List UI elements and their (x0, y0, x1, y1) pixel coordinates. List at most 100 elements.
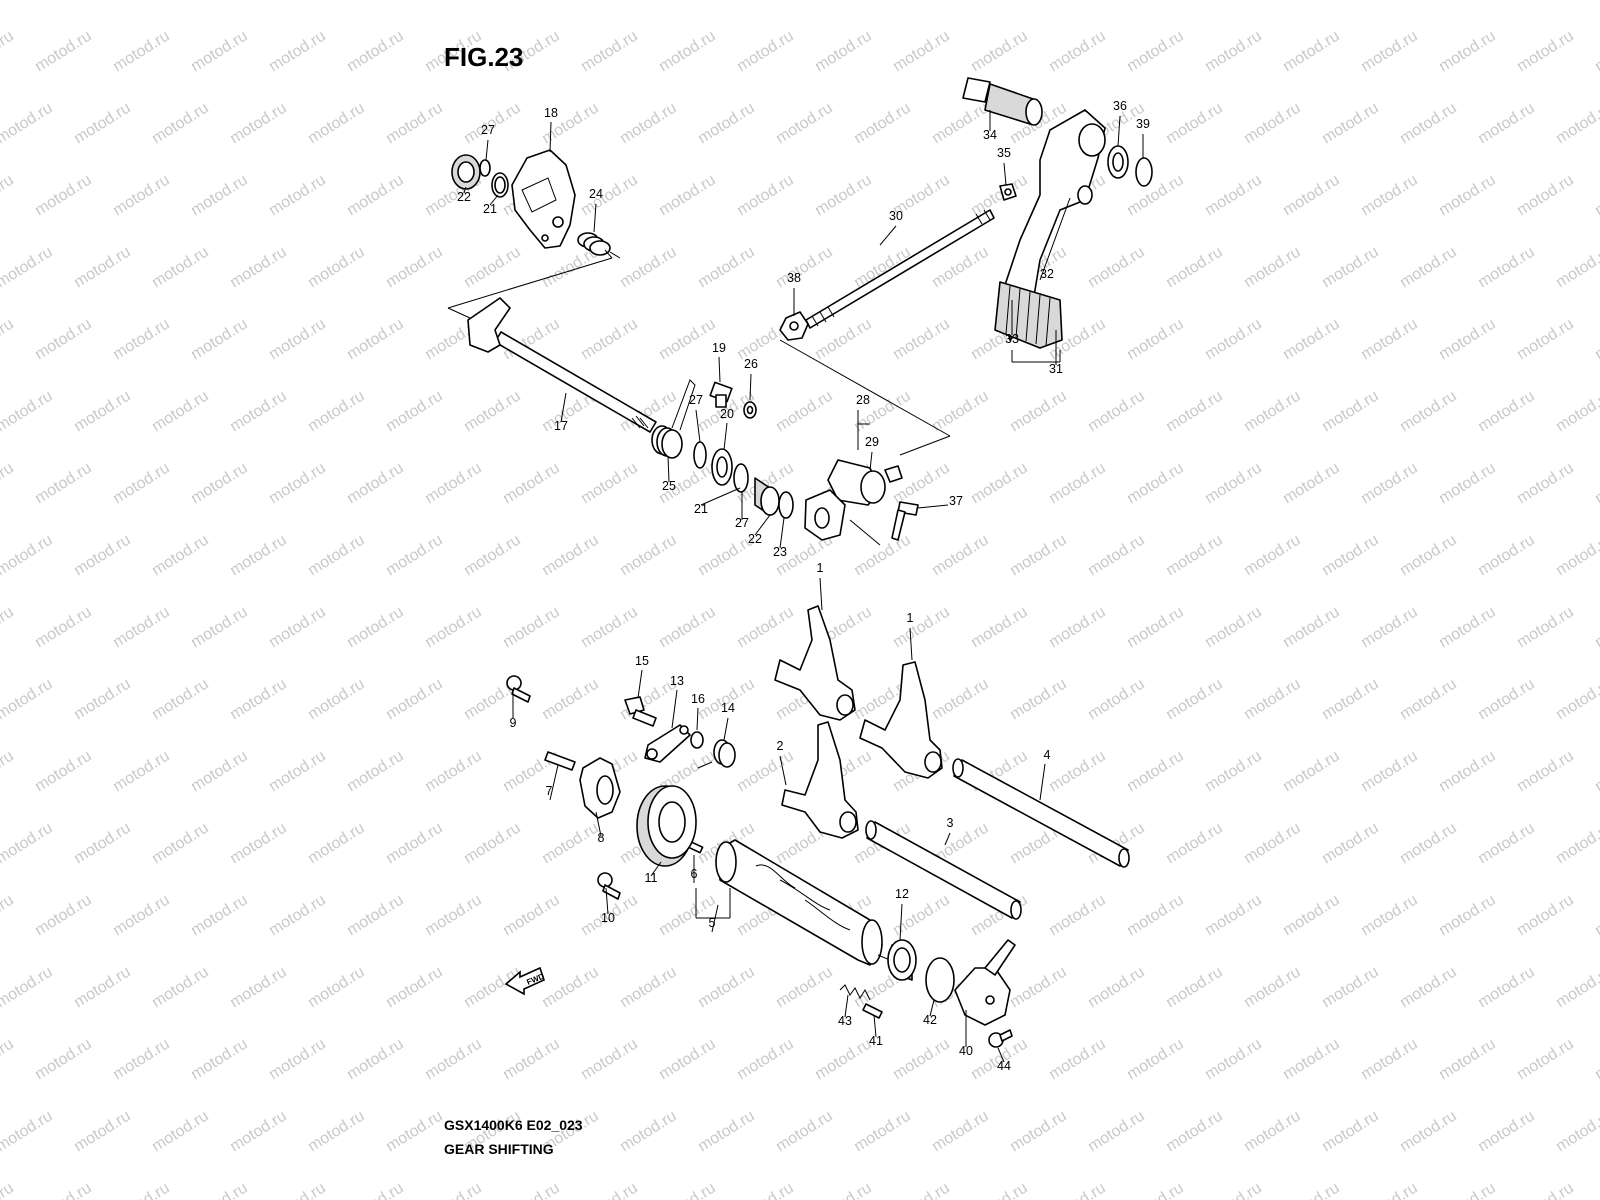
part-drawing-44-bolt (988, 1029, 1013, 1048)
watermark-text: motod.ru (1592, 1180, 1600, 1200)
watermark-text: motod.ru (929, 532, 992, 580)
watermark-text: motod.ru (1319, 820, 1382, 868)
watermark-text: motod.ru (227, 0, 290, 3)
reference-line (447, 307, 471, 319)
watermark-text: motod.ru (1553, 388, 1600, 436)
watermark-text: motod.ru (812, 28, 875, 76)
part-drawing-30-rod (805, 209, 995, 329)
watermark-text: motod.ru (1358, 892, 1421, 940)
watermark-text: motod.ru (773, 100, 836, 148)
watermark-text: motod.ru (1163, 820, 1226, 868)
watermark-text: motod.ru (1280, 1180, 1343, 1200)
part-drawing-35-nut (999, 183, 1017, 201)
watermark-text: motod.ru (734, 604, 797, 652)
watermark-text: motod.ru (1241, 820, 1304, 868)
part-drawing-40-cam-plate (954, 939, 1016, 1026)
part-drawing-43-spring (839, 984, 871, 1001)
watermark-text: motod.ru (1514, 1180, 1577, 1200)
leader-line (489, 194, 499, 206)
part-drawing-8-stopper-plate (579, 757, 621, 819)
watermark-text: motod.ru (773, 244, 836, 292)
watermark-text: motod.ru (110, 892, 173, 940)
watermark-text: motod.ru (812, 1180, 875, 1200)
leader-line (879, 225, 897, 246)
watermark-text: motod.ru (1592, 172, 1600, 220)
watermark-text: motod.ru (32, 1180, 95, 1200)
leader-line (549, 121, 552, 153)
callout-7: 7 (546, 784, 553, 798)
watermark-text: motod.ru (344, 1036, 407, 1084)
watermark-text: motod.ru (383, 388, 446, 436)
watermark-text: motod.ru (617, 964, 680, 1012)
watermark-text: motod.ru (851, 100, 914, 148)
callout-18: 18 (544, 106, 558, 120)
watermark-text: motod.ru (1007, 964, 1070, 1012)
watermark-text: motod.ru (1358, 1036, 1421, 1084)
watermark-text: motod.ru (266, 892, 329, 940)
leader-line (1003, 162, 1007, 186)
watermark-text: motod.ru (0, 172, 17, 220)
watermark-text: motod.ru (1475, 532, 1538, 580)
watermark-text: motod.ru (1358, 604, 1421, 652)
callout-44: 44 (997, 1059, 1011, 1073)
watermark-text: motod.ru (0, 1108, 56, 1156)
watermark-text: motod.ru (578, 316, 641, 364)
leader-line (749, 373, 752, 401)
watermark-text: motod.ru (695, 100, 758, 148)
watermark-text: motod.ru (1124, 604, 1187, 652)
leader-line (899, 903, 903, 941)
part-drawing-25-spring (651, 379, 696, 459)
part-drawing-28-shift-arm (804, 459, 903, 541)
watermark-text: motod.ru (734, 748, 797, 796)
watermark-text: motod.ru (0, 0, 56, 3)
watermark-text: motod.ru (149, 0, 212, 3)
watermark-text: motod.ru (1319, 0, 1382, 3)
reference-line (604, 249, 613, 259)
part-drawing-38-nut (779, 311, 809, 341)
watermark-text: motod.ru (656, 172, 719, 220)
watermark-text: motod.ru (1241, 0, 1304, 3)
watermark-text: motod.ru (734, 1180, 797, 1200)
watermark-text: motod.ru (1319, 244, 1382, 292)
leader-line (463, 186, 467, 194)
watermark-text: motod.ru (0, 820, 56, 868)
watermark-text: motod.ru (851, 1108, 914, 1156)
watermark-text: motod.ru (32, 316, 95, 364)
watermark-text: motod.ru (1202, 460, 1265, 508)
watermark-text: motod.ru (110, 316, 173, 364)
watermark-text: motod.ru (1436, 28, 1499, 76)
watermark-text: motod.ru (1124, 316, 1187, 364)
watermark-text: motod.ru (812, 1036, 875, 1084)
leader-line (779, 517, 785, 549)
watermark-text: motod.ru (461, 532, 524, 580)
watermark-text: motod.ru (344, 748, 407, 796)
watermark-text: motod.ru (1358, 748, 1421, 796)
part-drawing-13-stopper-lever (644, 724, 691, 763)
watermark-text: motod.ru (1046, 28, 1109, 76)
callout-22: 22 (748, 532, 762, 546)
watermark-text: motod.ru (32, 748, 95, 796)
watermark-text: motod.ru (1202, 604, 1265, 652)
watermark-text: motod.ru (539, 820, 602, 868)
leader-line (909, 627, 913, 661)
part-drawing-14-spring (697, 739, 736, 769)
callout-27: 27 (481, 123, 495, 137)
part-drawing-39-circlip (1135, 157, 1153, 187)
watermark-text: motod.ru (968, 1180, 1031, 1200)
watermark-text: motod.ru (305, 244, 368, 292)
leader-line (1039, 197, 1071, 281)
watermark-text: motod.ru (1436, 748, 1499, 796)
watermark-text: motod.ru (1085, 964, 1148, 1012)
watermark-text: motod.ru (305, 100, 368, 148)
watermark-text: motod.ru (1514, 892, 1577, 940)
part-drawing-26-washer (743, 401, 757, 419)
watermark-text: motod.ru (0, 100, 56, 148)
watermark-text: motod.ru (1124, 748, 1187, 796)
callout-23: 23 (773, 545, 787, 559)
watermark-text: motod.ru (500, 1036, 563, 1084)
watermark-text: motod.ru (929, 0, 992, 3)
part-drawing-9-screw (506, 675, 531, 703)
watermark-text: motod.ru (1358, 460, 1421, 508)
watermark-text: motod.ru (773, 388, 836, 436)
